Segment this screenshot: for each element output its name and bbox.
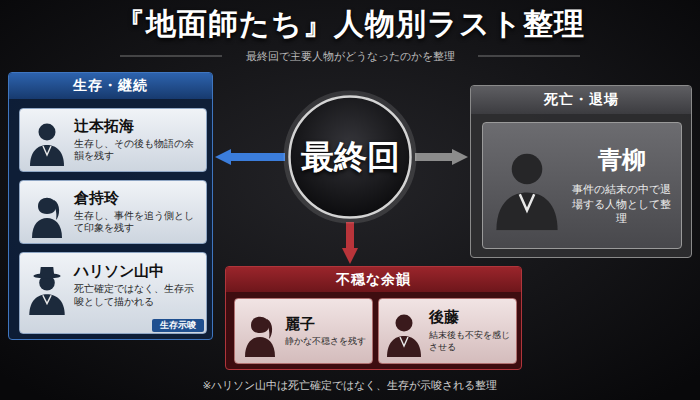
person-name: 倉持玲: [74, 189, 201, 208]
person-note: 結末後も不安を感じさせる: [429, 329, 511, 353]
person-name: 青柳: [567, 145, 676, 176]
center-circle: 最終回: [288, 95, 412, 219]
text-column: 後藤結末後も不安を感じさせる: [429, 299, 511, 363]
person-silhouette: [245, 317, 275, 357]
character-card: 麗子静かな不穏さを残す: [234, 298, 373, 364]
person-name: 後藤: [429, 308, 511, 327]
circle-outline: [290, 97, 411, 218]
person-name: ハリソン山中: [74, 262, 201, 281]
subtitle: 最終回で主要人物がどうなったのかを整理: [0, 49, 700, 64]
person-icon: [26, 265, 68, 315]
person-icon: [491, 137, 563, 237]
circle-glow: [286, 93, 414, 221]
panel-heading: 生存・継続: [9, 73, 212, 99]
text-column: 辻本拓海生存し、その後も物語の余韻を残す: [74, 109, 201, 171]
caption: ※ハリソン山中は死亡確定ではなく、生存が示唆される整理: [0, 379, 700, 393]
character-card: 青柳事件の結末の中で退場する人物として整理: [482, 122, 682, 249]
person-silhouette: [29, 267, 64, 315]
text-column: ハリソン山中死亡確定ではなく、生存示唆として描かれる: [74, 253, 201, 333]
text-column: 倉持玲生存し、事件を追う側として印象を残す: [74, 181, 201, 243]
person-note: 生存し、その後も物語の余韻を残す: [74, 138, 201, 164]
person-note: 静かな不穏さを残す: [285, 335, 367, 347]
character-card: 後藤結末後も不安を感じさせる: [378, 298, 517, 364]
person-icon: [26, 190, 68, 238]
person-silhouette: [32, 198, 62, 238]
exit-panel: 青柳事件の結末の中で退場する人物として整理 死亡・退場: [470, 85, 692, 258]
text-column: 麗子静かな不穏さを残す: [285, 299, 367, 363]
branch-arrow: [346, 222, 354, 248]
survival-panel: 辻本拓海生存し、その後も物語の余韻を残す倉持玲生存し、事件を追う側として印象を残…: [8, 72, 213, 340]
panel-heading: 不穏な余韻: [226, 267, 521, 292]
character-card: 辻本拓海生存し、その後も物語の余韻を残す: [19, 108, 207, 172]
subtitle-rule: [120, 56, 222, 57]
status-badge: 生存示唆: [152, 319, 204, 332]
character-card: 倉持玲生存し、事件を追う側として印象を残す: [19, 180, 207, 244]
subtitle-rule: [478, 56, 580, 57]
branch-arrow: [415, 153, 452, 161]
person-note: 事件の結末の中で退場する人物として整理: [567, 182, 676, 226]
panel-heading: 死亡・退場: [471, 86, 691, 114]
text-column: 青柳事件の結末の中で退場する人物として整理: [567, 123, 676, 248]
branch-arrow: [231, 153, 285, 161]
person-name: 麗子: [285, 315, 367, 334]
title: 『地面師たち』人物別ラスト整理: [0, 4, 700, 45]
character-card: 生存示唆ハリソン山中死亡確定ではなく、生存示唆として描かれる: [19, 252, 207, 334]
person-icon: [384, 309, 424, 357]
unease-panel: 麗子静かな不穏さを残す後藤結末後も不安を感じさせる不穏な余韻: [225, 266, 522, 370]
person-name: 辻本拓海: [74, 117, 201, 136]
person-note: 死亡確定ではなく、生存示唆として描かれる: [74, 283, 201, 309]
person-silhouette: [496, 154, 557, 231]
center-label: 最終回: [301, 135, 400, 180]
person-icon: [240, 309, 280, 357]
person-note: 生存し、事件を追う側として印象を残す: [74, 210, 201, 236]
person-icon: [26, 118, 68, 166]
badge-label: 生存示唆: [160, 321, 196, 330]
person-silhouette: [387, 315, 421, 358]
person-silhouette: [30, 124, 64, 167]
